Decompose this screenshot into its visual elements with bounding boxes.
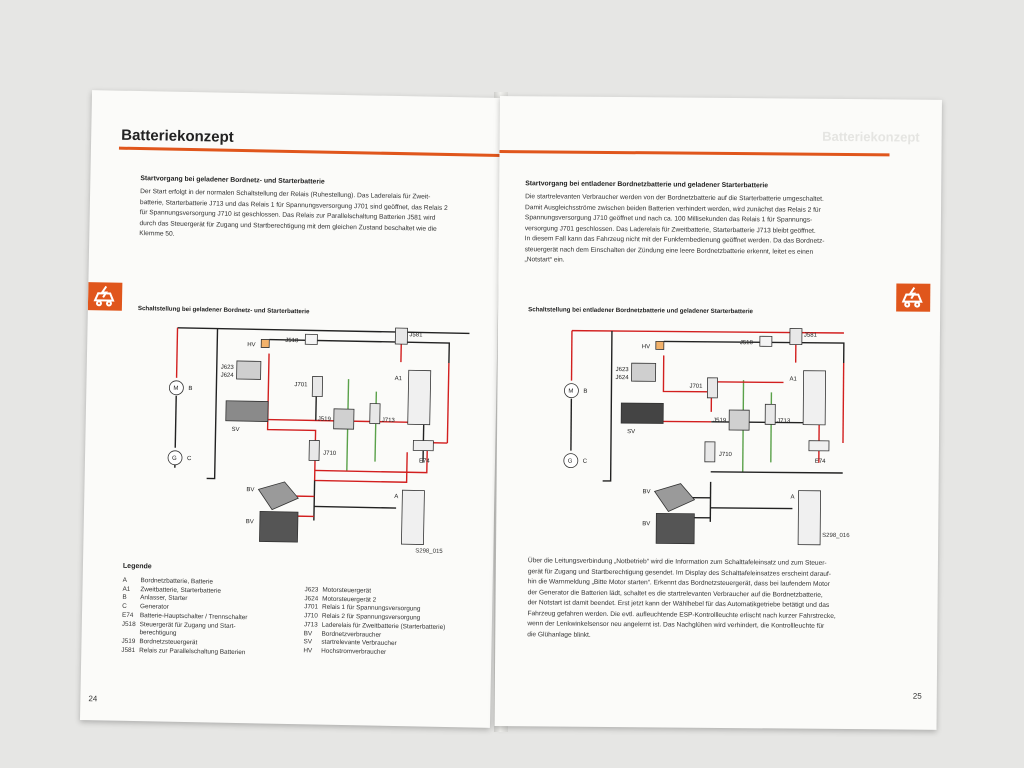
legend-code: BV <box>303 629 313 637</box>
label-g: G <box>568 459 573 465</box>
right-page: Batteriekonzept Startvorgang bei entlade… <box>494 96 942 730</box>
circuit-diagram-right: M B G C HV J623 J624 SV J518 J581 J701 J… <box>563 328 845 546</box>
label-j701: J701 <box>294 382 308 388</box>
legend-code: E74 <box>121 611 134 619</box>
intro-paragraph: Die startrelevanten Verbraucher werden v… <box>525 192 906 269</box>
label-bv1: BV <box>643 489 651 495</box>
legend-code: J713 <box>303 621 318 629</box>
diagram-code: S298_015 <box>415 548 443 555</box>
label-a: A <box>394 494 398 500</box>
label-m: M <box>568 389 573 395</box>
label-j518: J518 <box>285 338 299 344</box>
legend-code <box>122 629 140 638</box>
label-c: C <box>583 459 588 465</box>
left-page: Batteriekonzept Startvorgang bei geladen… <box>79 90 502 728</box>
label-bv2: BV <box>246 519 254 525</box>
label-j519: J519 <box>713 418 727 424</box>
label-hv: HV <box>642 344 650 350</box>
legend-code: C <box>122 602 127 610</box>
car-battery-icon <box>896 283 931 312</box>
paragraph-line: „Notstart“ ein. <box>524 256 565 264</box>
legend-description: Relais zur Parallelschaltung Batterien <box>139 646 246 656</box>
section-heading: Startvorgang bei entladener Bordnetzbatt… <box>525 180 769 190</box>
intro-paragraph: Der Start erfolgt in der normalen Schalt… <box>139 187 490 246</box>
legend-description: Hochstromverbraucher <box>321 647 387 656</box>
legend-code: J701 <box>304 603 319 611</box>
label-hv: HV <box>247 342 255 348</box>
label-bv2: BV <box>642 521 650 527</box>
legend-code: A1 <box>122 585 131 593</box>
label-a1: A1 <box>395 376 403 382</box>
legend-code: J581 <box>121 646 136 654</box>
diagram-title: Schaltstellung bei geladener Bordnetz- u… <box>137 305 310 316</box>
legend-row: HV Hochstromverbraucher <box>303 647 449 658</box>
label-j713: J713 <box>777 418 791 424</box>
label-e74: E74 <box>815 459 826 465</box>
show-through-heading: Batteriekonzept <box>822 128 920 145</box>
paragraph-line: die Glühanlage blinkt. <box>527 630 591 639</box>
circuit-diagram-left: M B G C HV J623 J624 SV J518 J581 J701 J… <box>167 327 470 545</box>
legend-title: Legende <box>122 562 152 571</box>
label-j701: J701 <box>689 384 703 390</box>
title-rule <box>118 146 501 157</box>
label-b: B <box>188 386 192 392</box>
legend-code: SV <box>303 638 313 646</box>
legend-code: A <box>122 576 128 584</box>
legend-code: B <box>122 594 127 602</box>
label-b: B <box>583 389 587 395</box>
legend-code: HV <box>303 647 313 655</box>
label-m: M <box>173 386 178 392</box>
label-e74: E74 <box>419 458 430 464</box>
label-c: C <box>187 456 192 462</box>
label-j519: J519 <box>318 417 332 423</box>
label-bv1: BV <box>246 487 254 493</box>
label-j518: J518 <box>740 340 754 346</box>
legend-code: J518 <box>121 620 136 628</box>
page-number: 25 <box>912 691 922 701</box>
label-g: G <box>172 456 177 462</box>
car-battery-icon <box>87 282 123 311</box>
label-sv: SV <box>627 429 635 435</box>
label-sv: SV <box>232 427 240 433</box>
section-heading: Startvorgang bei geladener Bordnetz- und… <box>140 175 325 186</box>
diagram-title: Schaltstellung bei entladener Bordnetzba… <box>528 306 754 316</box>
label-j710: J710 <box>719 452 733 458</box>
diagram-code: S298_016 <box>822 532 850 540</box>
label-j581: J581 <box>804 333 818 339</box>
page-title: Batteriekonzept <box>121 126 234 146</box>
page-number: 24 <box>88 694 98 704</box>
label-j623: J623 <box>616 367 630 373</box>
legend-code: J710 <box>303 612 318 620</box>
closing-paragraph: Über die Leitungsverbindung „Notbetrieb“… <box>527 556 928 643</box>
label-a: A <box>790 495 794 501</box>
label-j623: J623 <box>221 365 235 371</box>
legend-code: J623 <box>304 586 319 594</box>
legend-code: J624 <box>304 595 319 603</box>
label-j624: J624 <box>616 375 630 381</box>
label-j581: J581 <box>409 332 423 338</box>
label-a1: A1 <box>790 377 798 383</box>
label-j624: J624 <box>221 373 235 379</box>
title-rule <box>499 149 890 157</box>
legend-code: J519 <box>121 637 136 645</box>
label-j710: J710 <box>323 451 337 457</box>
label-j713: J713 <box>382 418 396 424</box>
